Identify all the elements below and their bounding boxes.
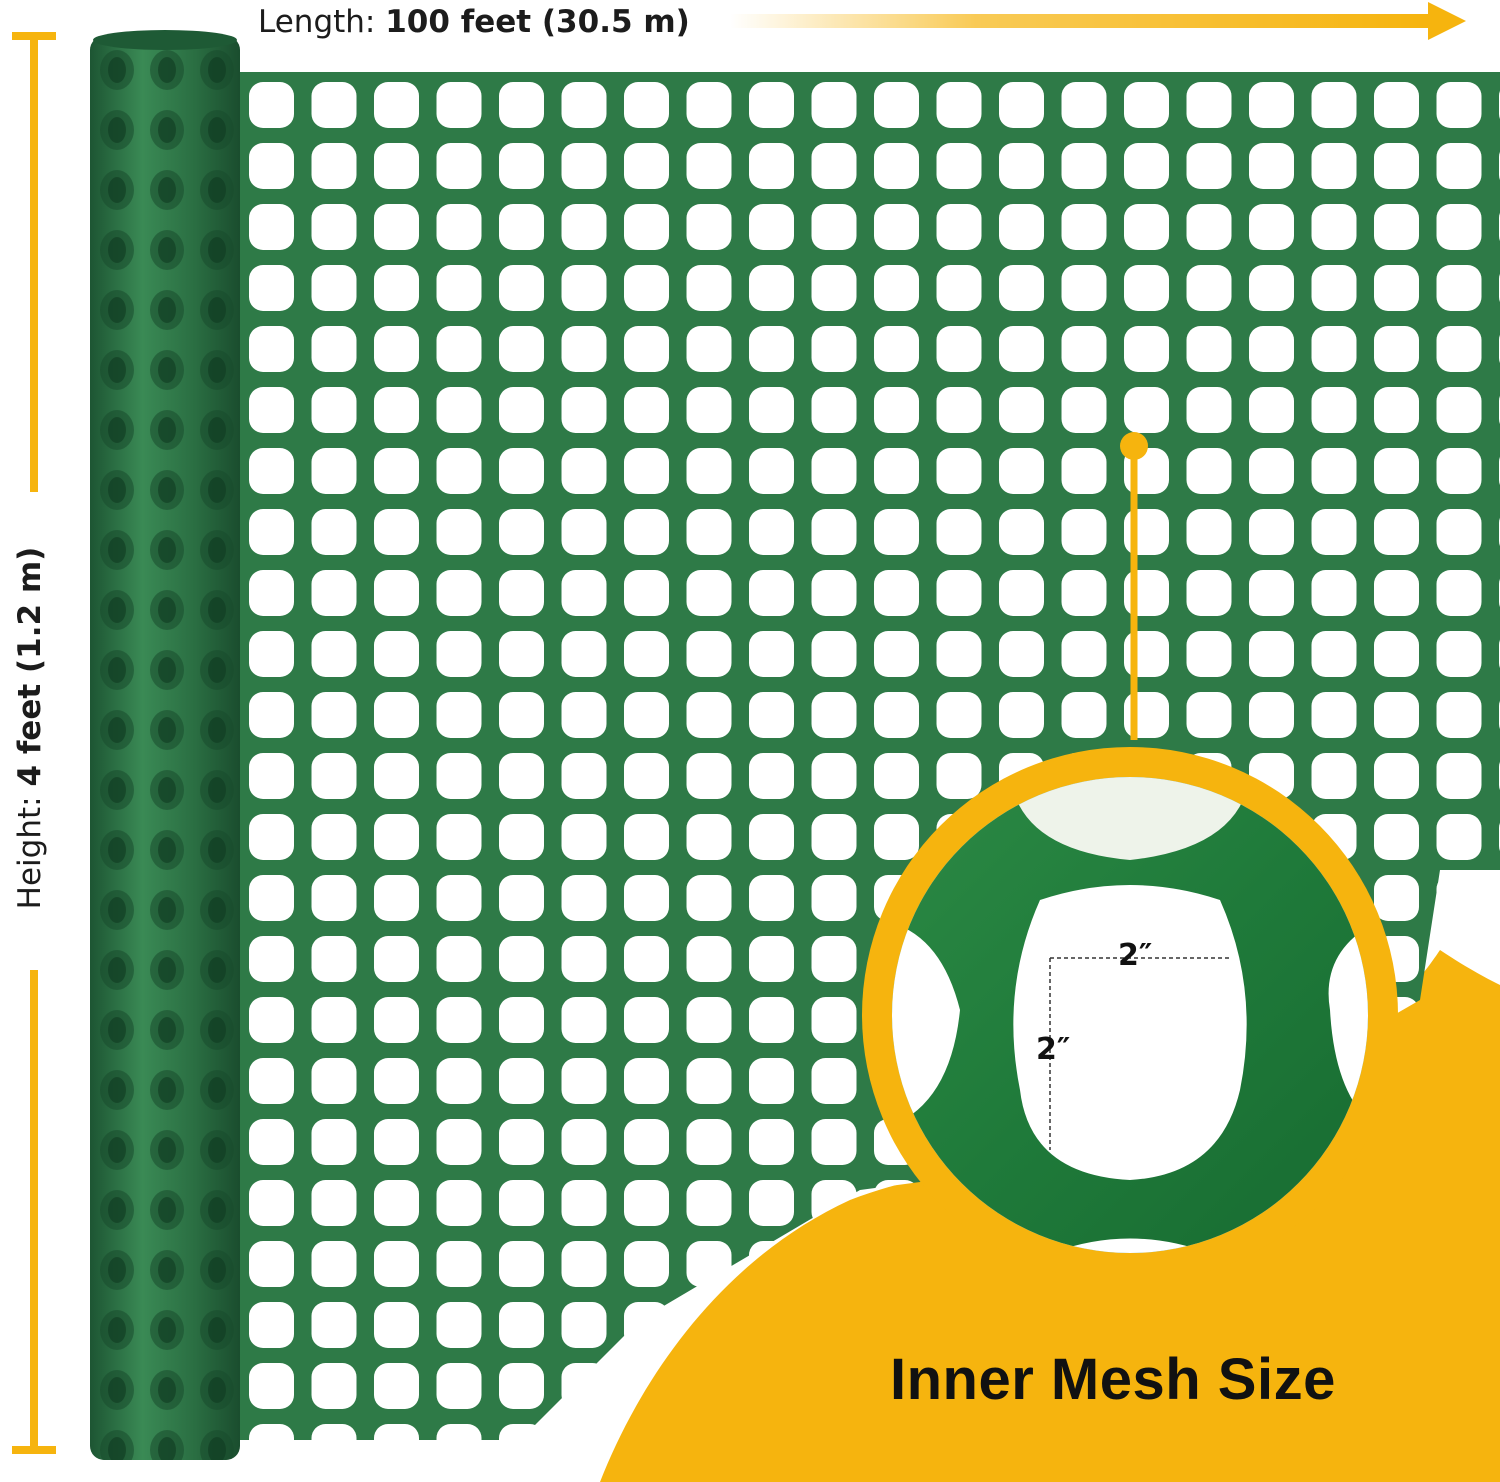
length-label: Length: 100 feet (30.5 m) [258, 0, 690, 44]
height-bracket-icon [12, 32, 56, 1454]
inner-mesh-size-caption: Inner Mesh Size [890, 1347, 1336, 1412]
mesh-height-label: 2″ [1036, 1032, 1071, 1067]
height-label: Height: 4 feet (1.2 m) [12, 547, 48, 910]
mesh-width-label: 2″ [1118, 938, 1153, 973]
callout-pin-icon [1120, 432, 1148, 740]
fence-roll [90, 30, 240, 1460]
length-prefix: Length: [258, 4, 376, 40]
height-prefix: Height: [12, 796, 48, 910]
height-value: 4 feet (1.2 m) [12, 546, 48, 787]
arrow-right-icon [730, 2, 1466, 40]
magnifier-circle-icon [862, 747, 1398, 1283]
length-value: 100 feet (30.5 m) [385, 4, 690, 40]
